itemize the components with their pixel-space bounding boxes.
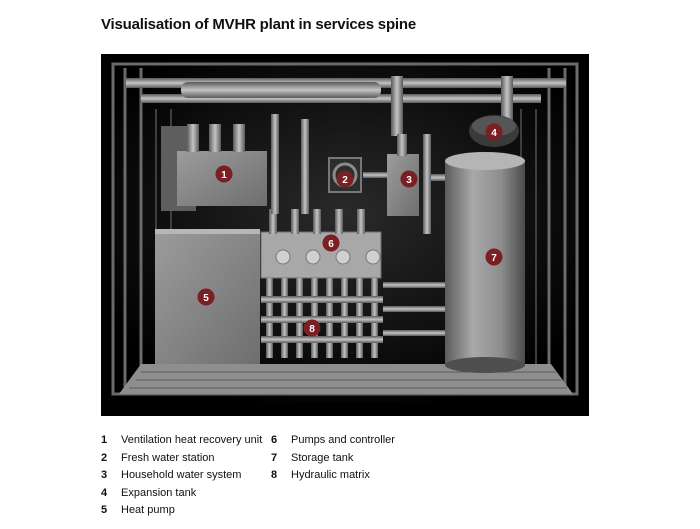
legend-label: Heat pump — [121, 504, 175, 516]
marker-6: 6 — [322, 234, 340, 252]
legend-number: 6 — [271, 434, 278, 446]
marker-8: 8 — [303, 319, 321, 337]
legend-label: Household water system — [121, 469, 242, 481]
legend-number: 4 — [101, 486, 108, 499]
legend-item: 1 Ventilation heat recovery unit — [101, 432, 301, 450]
storage-tank — [445, 152, 525, 373]
legend-label: Ventilation heat recovery unit — [121, 434, 263, 446]
marker-6-badge — [322, 234, 340, 252]
marker-5-badge — [197, 288, 215, 306]
legend-label: Storage tank — [291, 451, 354, 464]
pumps-and-controller — [260, 209, 382, 279]
marker-8-label: 8 — [309, 324, 315, 335]
marker-4-label: 4 — [491, 128, 497, 139]
plant-visualisation: 1 2 3 4 5 6 7 8 — [101, 54, 589, 416]
legend-item: 3 Household water system — [101, 467, 301, 485]
legend-number: 2 — [101, 451, 108, 464]
legend-item: 2 Fresh water station — [101, 450, 301, 468]
legend-number: 8 — [271, 469, 278, 481]
hydraulic-matrix — [261, 278, 445, 358]
marker-5-label: 5 — [203, 293, 209, 304]
fresh-water-station — [328, 157, 362, 193]
plant-render: 1 2 3 4 5 6 7 8 — [101, 54, 589, 416]
marker-2: 2 — [336, 170, 354, 188]
marker-5: 5 — [197, 288, 215, 306]
marker-6-label: 6 — [328, 239, 334, 250]
legend-number: 5 — [101, 504, 108, 516]
legend-item: 7 Storage tank — [271, 450, 471, 468]
marker-3: 3 — [400, 170, 418, 188]
marker-1-label: 1 — [221, 170, 227, 181]
floor-grate — [119, 364, 573, 394]
marker-3-badge — [400, 170, 418, 188]
marker-4-badge — [485, 123, 503, 141]
legend-column-2: 6 Pumps and controller 7 Storage tank 8 Hyd… — [271, 432, 471, 485]
container-frame — [111, 62, 579, 396]
legend-item: 8 Hydraulic matrix — [271, 467, 471, 485]
legend-label: Expansion tank — [121, 486, 197, 499]
marker-7-label: 7 — [491, 253, 497, 264]
legend-item: 6 Pumps and controller — [271, 432, 471, 450]
legend-label: Fresh water station — [121, 451, 215, 464]
marker-2-badge — [336, 170, 354, 188]
legend-label: Pumps and controller — [291, 434, 395, 446]
ceiling-ducts — [126, 76, 566, 136]
legend-number: 1 — [101, 434, 108, 446]
marker-4: 4 — [485, 123, 503, 141]
legend-label: Hydraulic matrix — [291, 469, 370, 481]
legend-number: 3 — [101, 469, 108, 481]
marker-7: 7 — [485, 248, 503, 266]
legend-number: 7 — [271, 451, 278, 464]
connecting-pipes — [271, 114, 445, 234]
marker-1-badge — [215, 165, 233, 183]
figure-title: Visualisation of MVHR plant in services … — [101, 16, 416, 33]
marker-2-label: 2 — [342, 175, 348, 186]
legend-item: 4 Expansion tank — [101, 485, 301, 503]
marker-1: 1 — [215, 165, 233, 183]
legend-column-1: 1 Ventilation heat recovery unit 2 Fresh w… — [101, 432, 301, 520]
legend-item: 5 Heat pump — [101, 502, 301, 520]
marker-3-label: 3 — [406, 175, 412, 186]
marker-8-badge — [303, 319, 321, 337]
marker-7-badge — [485, 248, 503, 266]
